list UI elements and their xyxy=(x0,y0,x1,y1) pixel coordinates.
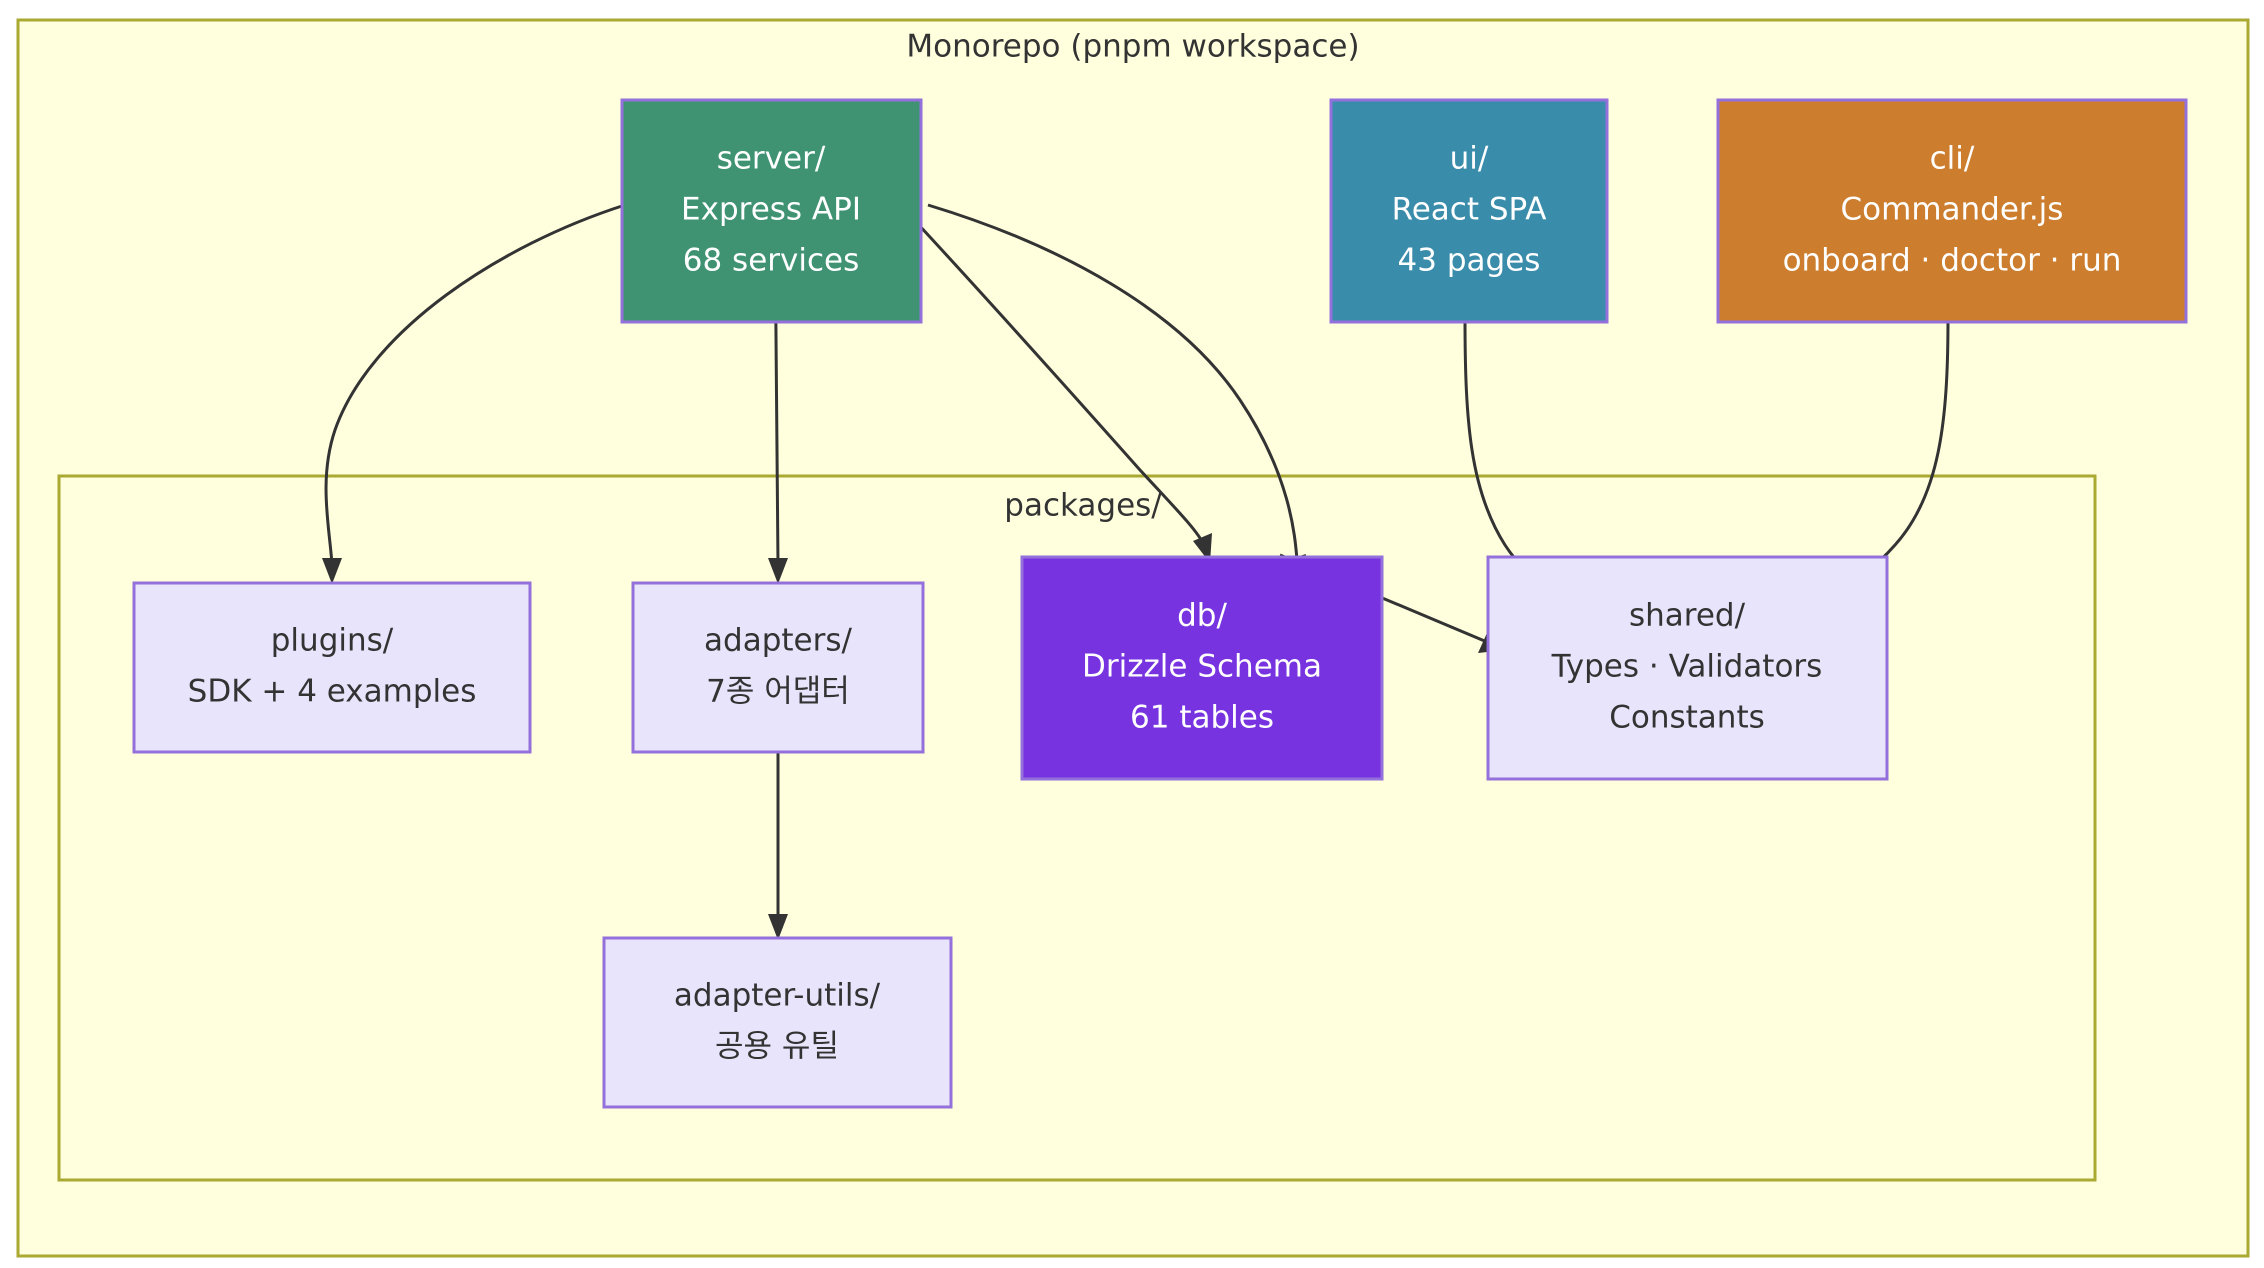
node-cli[interactable]: cli/ Commander.js onboard · doctor · run xyxy=(1716,98,2188,324)
node-adapters[interactable]: adapters/ 7종 어댑터 xyxy=(631,581,925,754)
node-ui-line-3: 43 pages xyxy=(1398,243,1541,279)
node-cli-line-1: cli/ xyxy=(1930,141,1975,177)
node-plugins-line-1: plugins/ xyxy=(271,623,394,659)
node-shared-line-2: Types · Validators xyxy=(1551,649,1823,685)
node-ui-line-1: ui/ xyxy=(1450,141,1489,177)
node-adapters-line-1: adapters/ xyxy=(704,623,852,659)
arrow-head-icon xyxy=(768,558,788,584)
node-server-line-1: server/ xyxy=(717,141,826,177)
node-shared-box[interactable] xyxy=(1486,555,1889,781)
node-ui-line-2: React SPA xyxy=(1392,192,1547,228)
node-cli-line-2: Commander.js xyxy=(1841,192,2064,228)
node-adapter-utils-line-2: 공용 유틸 xyxy=(715,1029,839,1065)
node-plugins-box[interactable] xyxy=(132,581,532,754)
node-adapter-utils[interactable]: adapter-utils/ 공용 유틸 xyxy=(602,936,953,1109)
arrow-head-icon xyxy=(768,914,788,940)
node-db-line-3: 61 tables xyxy=(1130,700,1274,736)
node-db-box[interactable] xyxy=(1020,555,1384,781)
node-adapters-box[interactable] xyxy=(631,581,925,754)
node-server-line-2: Express API xyxy=(681,192,861,228)
node-ui[interactable]: ui/ React SPA 43 pages xyxy=(1329,98,1609,324)
node-plugins[interactable]: plugins/ SDK + 4 examples xyxy=(132,581,532,754)
node-db-line-1: db/ xyxy=(1177,598,1227,634)
node-db[interactable]: db/ Drizzle Schema 61 tables xyxy=(1020,555,1384,781)
cluster-monorepo-label: Monorepo (pnpm workspace) xyxy=(906,29,1359,65)
node-plugins-line-2: SDK + 4 examples xyxy=(188,674,477,710)
node-ui-box[interactable] xyxy=(1329,98,1609,324)
edge-adapters-adapterutils xyxy=(768,753,788,940)
node-server[interactable]: server/ Express API 68 services xyxy=(620,98,923,324)
node-server-line-3: 68 services xyxy=(683,243,860,279)
node-adapter-utils-line-1: adapter-utils/ xyxy=(674,978,881,1014)
arrow-head-icon xyxy=(322,558,342,584)
node-cli-line-3: onboard · doctor · run xyxy=(1783,243,2122,279)
node-adapters-line-2: 7종 어댑터 xyxy=(706,674,850,710)
node-cli-box[interactable] xyxy=(1716,98,2188,324)
cluster-packages-label: packages/ xyxy=(1004,488,1162,524)
node-server-box[interactable] xyxy=(620,98,923,324)
node-shared[interactable]: shared/ Types · Validators Constants xyxy=(1486,555,1889,781)
node-shared-line-1: shared/ xyxy=(1629,598,1746,634)
node-db-line-2: Drizzle Schema xyxy=(1082,649,1322,685)
node-shared-line-3: Constants xyxy=(1609,700,1765,736)
node-adapter-utils-box[interactable] xyxy=(602,936,953,1109)
edge-server-plugins xyxy=(322,203,626,584)
